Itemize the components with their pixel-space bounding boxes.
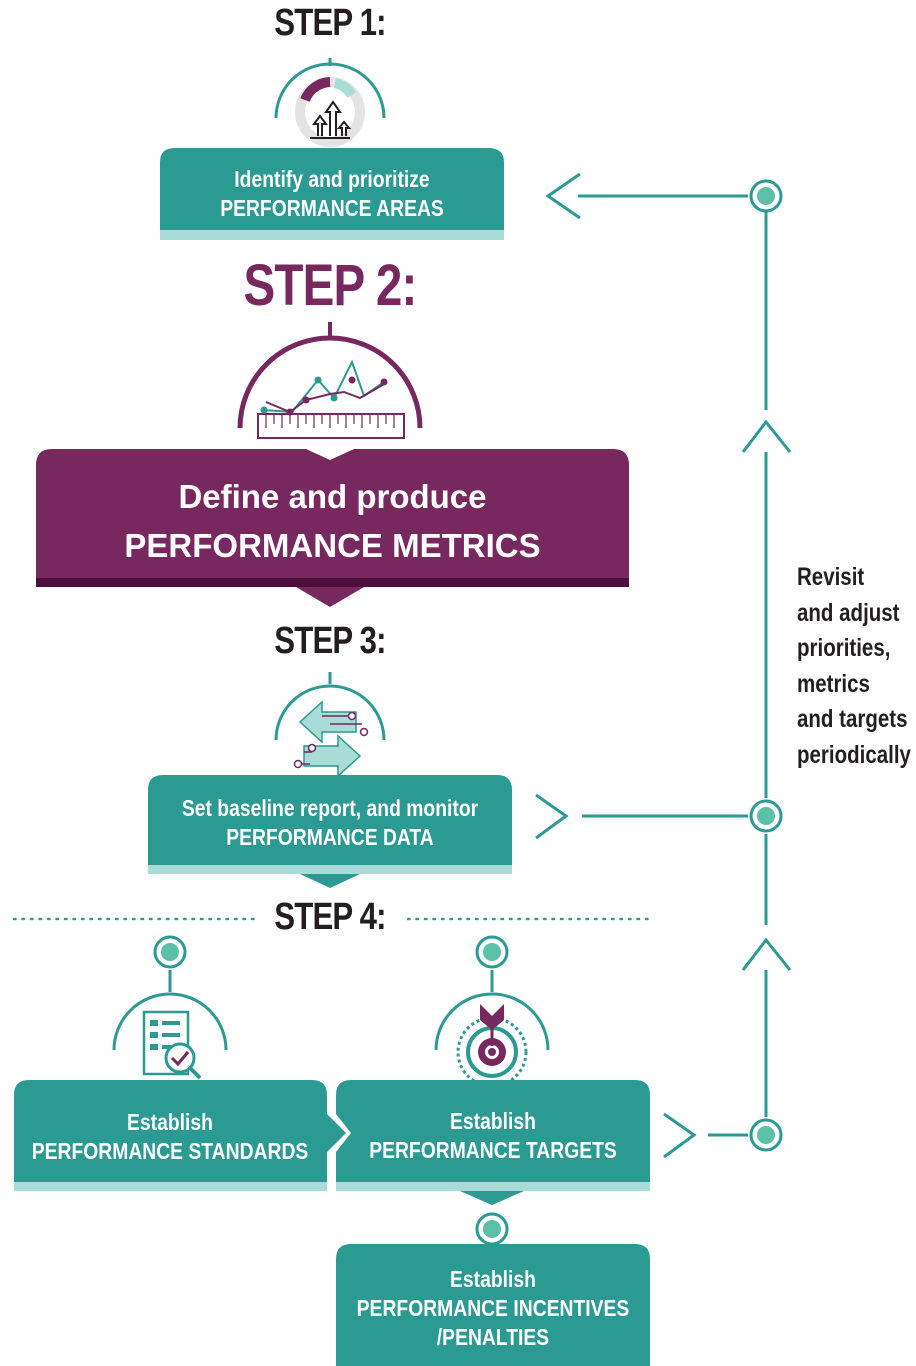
step2-line2: PERFORMANCE METRICS — [124, 527, 541, 564]
feedback-note-line: priorities, — [797, 634, 891, 662]
node-dot-core — [757, 807, 775, 825]
step4-nodes — [153, 935, 509, 1246]
exchange-arrows-icon — [274, 672, 386, 778]
right-arrow-icon — [663, 1112, 697, 1159]
step2-box: Define and produce PERFORMANCE METRICS — [20, 472, 645, 570]
step3-box-shape — [148, 775, 512, 888]
targets-line1: Establish — [450, 1108, 536, 1134]
targets-line2: PERFORMANCE TARGETS — [369, 1136, 617, 1163]
standards-line2: PERFORMANCE STANDARDS — [31, 1137, 309, 1164]
feedback-loop — [535, 172, 792, 1159]
checklist-magnifier-icon — [112, 970, 228, 1080]
step4-heading: STEP 4: — [274, 896, 386, 938]
step1-heading: STEP 1: — [274, 2, 386, 44]
step3-line2: PERFORMANCE DATA — [226, 823, 434, 850]
target-arrow-icon — [434, 970, 550, 1088]
step3-line1: Set baseline report, and monitor — [181, 795, 479, 821]
node-dot-core — [757, 187, 775, 205]
step2-box-shape — [36, 449, 629, 607]
step1-box: Identify and prioritize PERFORMANCE AREA… — [179, 165, 485, 223]
right-arrow-icon — [535, 793, 569, 840]
incentives-line1: Establish — [450, 1266, 536, 1292]
step1-line2: PERFORMANCE AREAS — [220, 194, 444, 221]
feedback-note: Revisit and adjust priorities, metrics a… — [797, 560, 911, 773]
feedback-note-line: Revisit — [797, 563, 865, 591]
step3-heading: STEP 3: — [274, 620, 386, 662]
incentives-box-shape — [336, 1244, 650, 1366]
node-dot-core — [757, 1126, 775, 1144]
feedback-note-line: periodically — [797, 740, 911, 769]
step1-box-shape — [160, 148, 504, 240]
up-arrow-icon — [741, 419, 792, 453]
standards-box: Establish PERFORMANCE STANDARDS — [27, 1108, 313, 1166]
step2-heading: STEP 2: — [243, 253, 417, 318]
incentives-line2: PERFORMANCE INCENTIVES — [356, 1294, 630, 1321]
incentives-box: Establish PERFORMANCE INCENTIVES /PENALT… — [349, 1265, 636, 1351]
loop-nodes — [749, 179, 783, 1152]
feedback-note-line: and adjust — [797, 598, 900, 627]
step1-line1: Identify and prioritize — [234, 166, 430, 192]
left-arrow-icon — [545, 172, 581, 220]
up-arrow-icon — [741, 937, 792, 971]
feedback-note-line: and targets — [797, 705, 908, 733]
incentives-line3: /PENALTIES — [436, 1323, 550, 1350]
standards-box-shape — [14, 1080, 346, 1191]
growth-chart-icon — [274, 58, 386, 147]
standards-line1: Establish — [127, 1109, 213, 1135]
targets-box-shape — [336, 1080, 650, 1205]
line-chart-ruler-icon — [237, 322, 423, 439]
targets-box: Establish PERFORMANCE TARGETS — [349, 1107, 636, 1165]
step2-line1: Define and produce — [178, 478, 487, 515]
feedback-note-line: metrics — [797, 669, 870, 698]
step3-box: Set baseline report, and monitor PERFORM… — [152, 794, 508, 852]
